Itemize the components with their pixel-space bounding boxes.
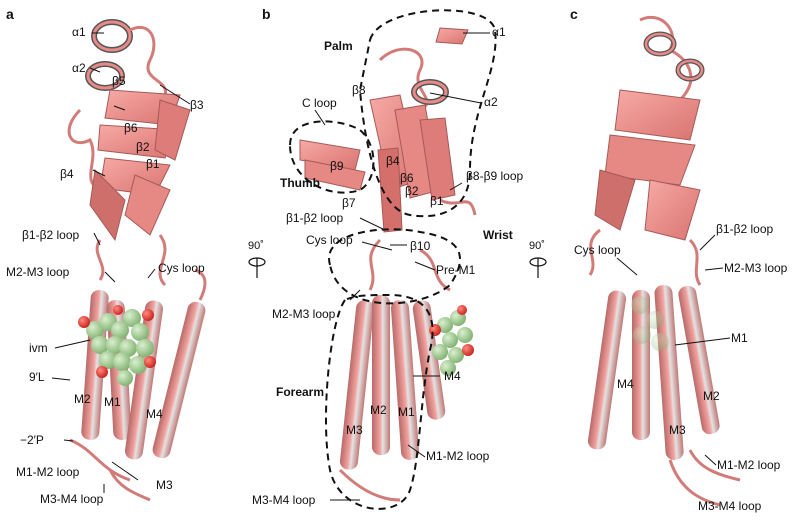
panel-label-a: a (6, 6, 14, 22)
a-label-m1: M1 (104, 395, 121, 409)
b-thumb-sheet (299, 139, 366, 191)
c-ligand-faint (631, 296, 669, 351)
a-label-m2m3-loop: M2-M3 loop (6, 265, 70, 279)
rotation-label-right: 90˚ (529, 240, 545, 252)
b-label-beta10: β10 (410, 239, 431, 253)
b-ivermectin-ligand (429, 305, 474, 376)
a-label-m2: M2 (74, 392, 91, 406)
c-beta-sandwich (594, 89, 701, 241)
a-label-9L: 9′L (29, 370, 45, 384)
panel-c-model (587, 15, 741, 507)
b-label-m1: M1 (398, 405, 415, 419)
c-label-m1: M1 (731, 331, 748, 345)
b-label-beta9: β9 (330, 159, 344, 173)
c-label-m2m3-loop: M2-M3 loop (724, 261, 788, 275)
rotation-label-left: 90˚ (248, 240, 264, 252)
a-label-beta6: β6 (124, 121, 138, 135)
panel-label-c: c (570, 6, 578, 22)
c-label-m4: M4 (617, 377, 634, 391)
c-helix-loops (643, 31, 705, 82)
b-label-forearm: Forearm (276, 385, 325, 399)
a-label-b1b2-loop: β1-β2 loop (22, 228, 80, 242)
b-label-m2: M2 (370, 403, 387, 417)
c-label-m3m4-loop: M3-M4 loop (698, 499, 762, 513)
b-label-alpha2: α2 (484, 95, 498, 109)
a-helix-alpha1 (91, 19, 133, 53)
c-label-m1m2-loop: M1-M2 loop (717, 458, 781, 472)
b-label-m4: M4 (444, 369, 461, 383)
b-label-beta4: β4 (386, 154, 400, 168)
a-ivermectin-ligand (78, 305, 156, 386)
a-label-cys-loop: Cys loop (158, 261, 205, 275)
b-label-b8b9-loop: β8-β9 loop (466, 169, 524, 183)
b-label-m2m3-loop: M2-M3 loop (272, 307, 336, 321)
a-label-alpha1: α1 (72, 25, 86, 39)
b-domain-outlines (288, 9, 497, 510)
a-label-beta2: β2 (136, 140, 150, 154)
c-label-cys-loop: Cys loop (574, 243, 621, 257)
thumb-outline (288, 120, 375, 194)
panel-label-b: b (262, 6, 271, 22)
b-label-pre-m1: Pre-M1 (436, 263, 476, 277)
b-label-beta6: β6 (400, 171, 414, 185)
b-label-beta2: β2 (405, 184, 419, 198)
b-label-b1b2-loop: β1-β2 loop (286, 211, 344, 225)
b-label-beta7: β7 (342, 196, 356, 210)
b-label-beta1: β1 (430, 194, 444, 208)
b-label-cys-loop: Cys loop (306, 233, 353, 247)
a-label-beta1: β1 (146, 157, 160, 171)
b-label-m3: M3 (346, 423, 363, 437)
b-tm-helices (339, 295, 446, 470)
b-label-m3m4-loop: M3-M4 loop (252, 493, 316, 507)
b-label-wrist: Wrist (483, 228, 513, 242)
c-label-m3: M3 (669, 423, 686, 437)
b-beta-sandwich (369, 94, 456, 233)
c-label-m2: M2 (703, 389, 720, 403)
c-tm-helices (587, 285, 720, 460)
b-label-m1m2-loop: M1-M2 loop (426, 449, 490, 463)
a-label-m4: M4 (146, 407, 163, 421)
a-label-m1m2-loop: M1-M2 loop (16, 465, 80, 479)
b-helix-alpha1 (435, 27, 469, 45)
c-label-b1b2-loop: β1-β2 loop (716, 222, 774, 236)
rotation-arrow-right (529, 257, 547, 278)
a-label-ivm: ivm (29, 341, 48, 355)
a-label-m3: M3 (156, 478, 173, 492)
b-label-c-loop: C loop (302, 96, 337, 110)
a-label-minus2P: −2′P (20, 433, 44, 447)
b-label-alpha1: α1 (492, 25, 506, 39)
a-label-alpha2: α2 (72, 61, 86, 75)
a-beta-sandwich (89, 89, 191, 242)
palm-outline (358, 9, 497, 218)
a-label-beta5: β5 (112, 74, 126, 88)
forearm-outline (324, 293, 434, 510)
wrist-outline (328, 228, 461, 305)
panel-a-model (67, 19, 207, 502)
b-label-thumb: Thumb (280, 176, 320, 190)
b-label-beta8: β8 (352, 83, 366, 97)
leader-lines (51, 32, 731, 501)
a-label-m3m4-loop: M3-M4 loop (40, 492, 104, 506)
a-label-beta3: β3 (190, 98, 204, 112)
a-helix-alpha2 (85, 61, 125, 91)
panel-b-model (288, 9, 497, 510)
rotation-arrow-left (248, 257, 266, 278)
b-label-palm: Palm (324, 39, 353, 53)
a-label-beta4: β4 (60, 167, 74, 181)
b-helix-alpha2 (411, 79, 449, 105)
